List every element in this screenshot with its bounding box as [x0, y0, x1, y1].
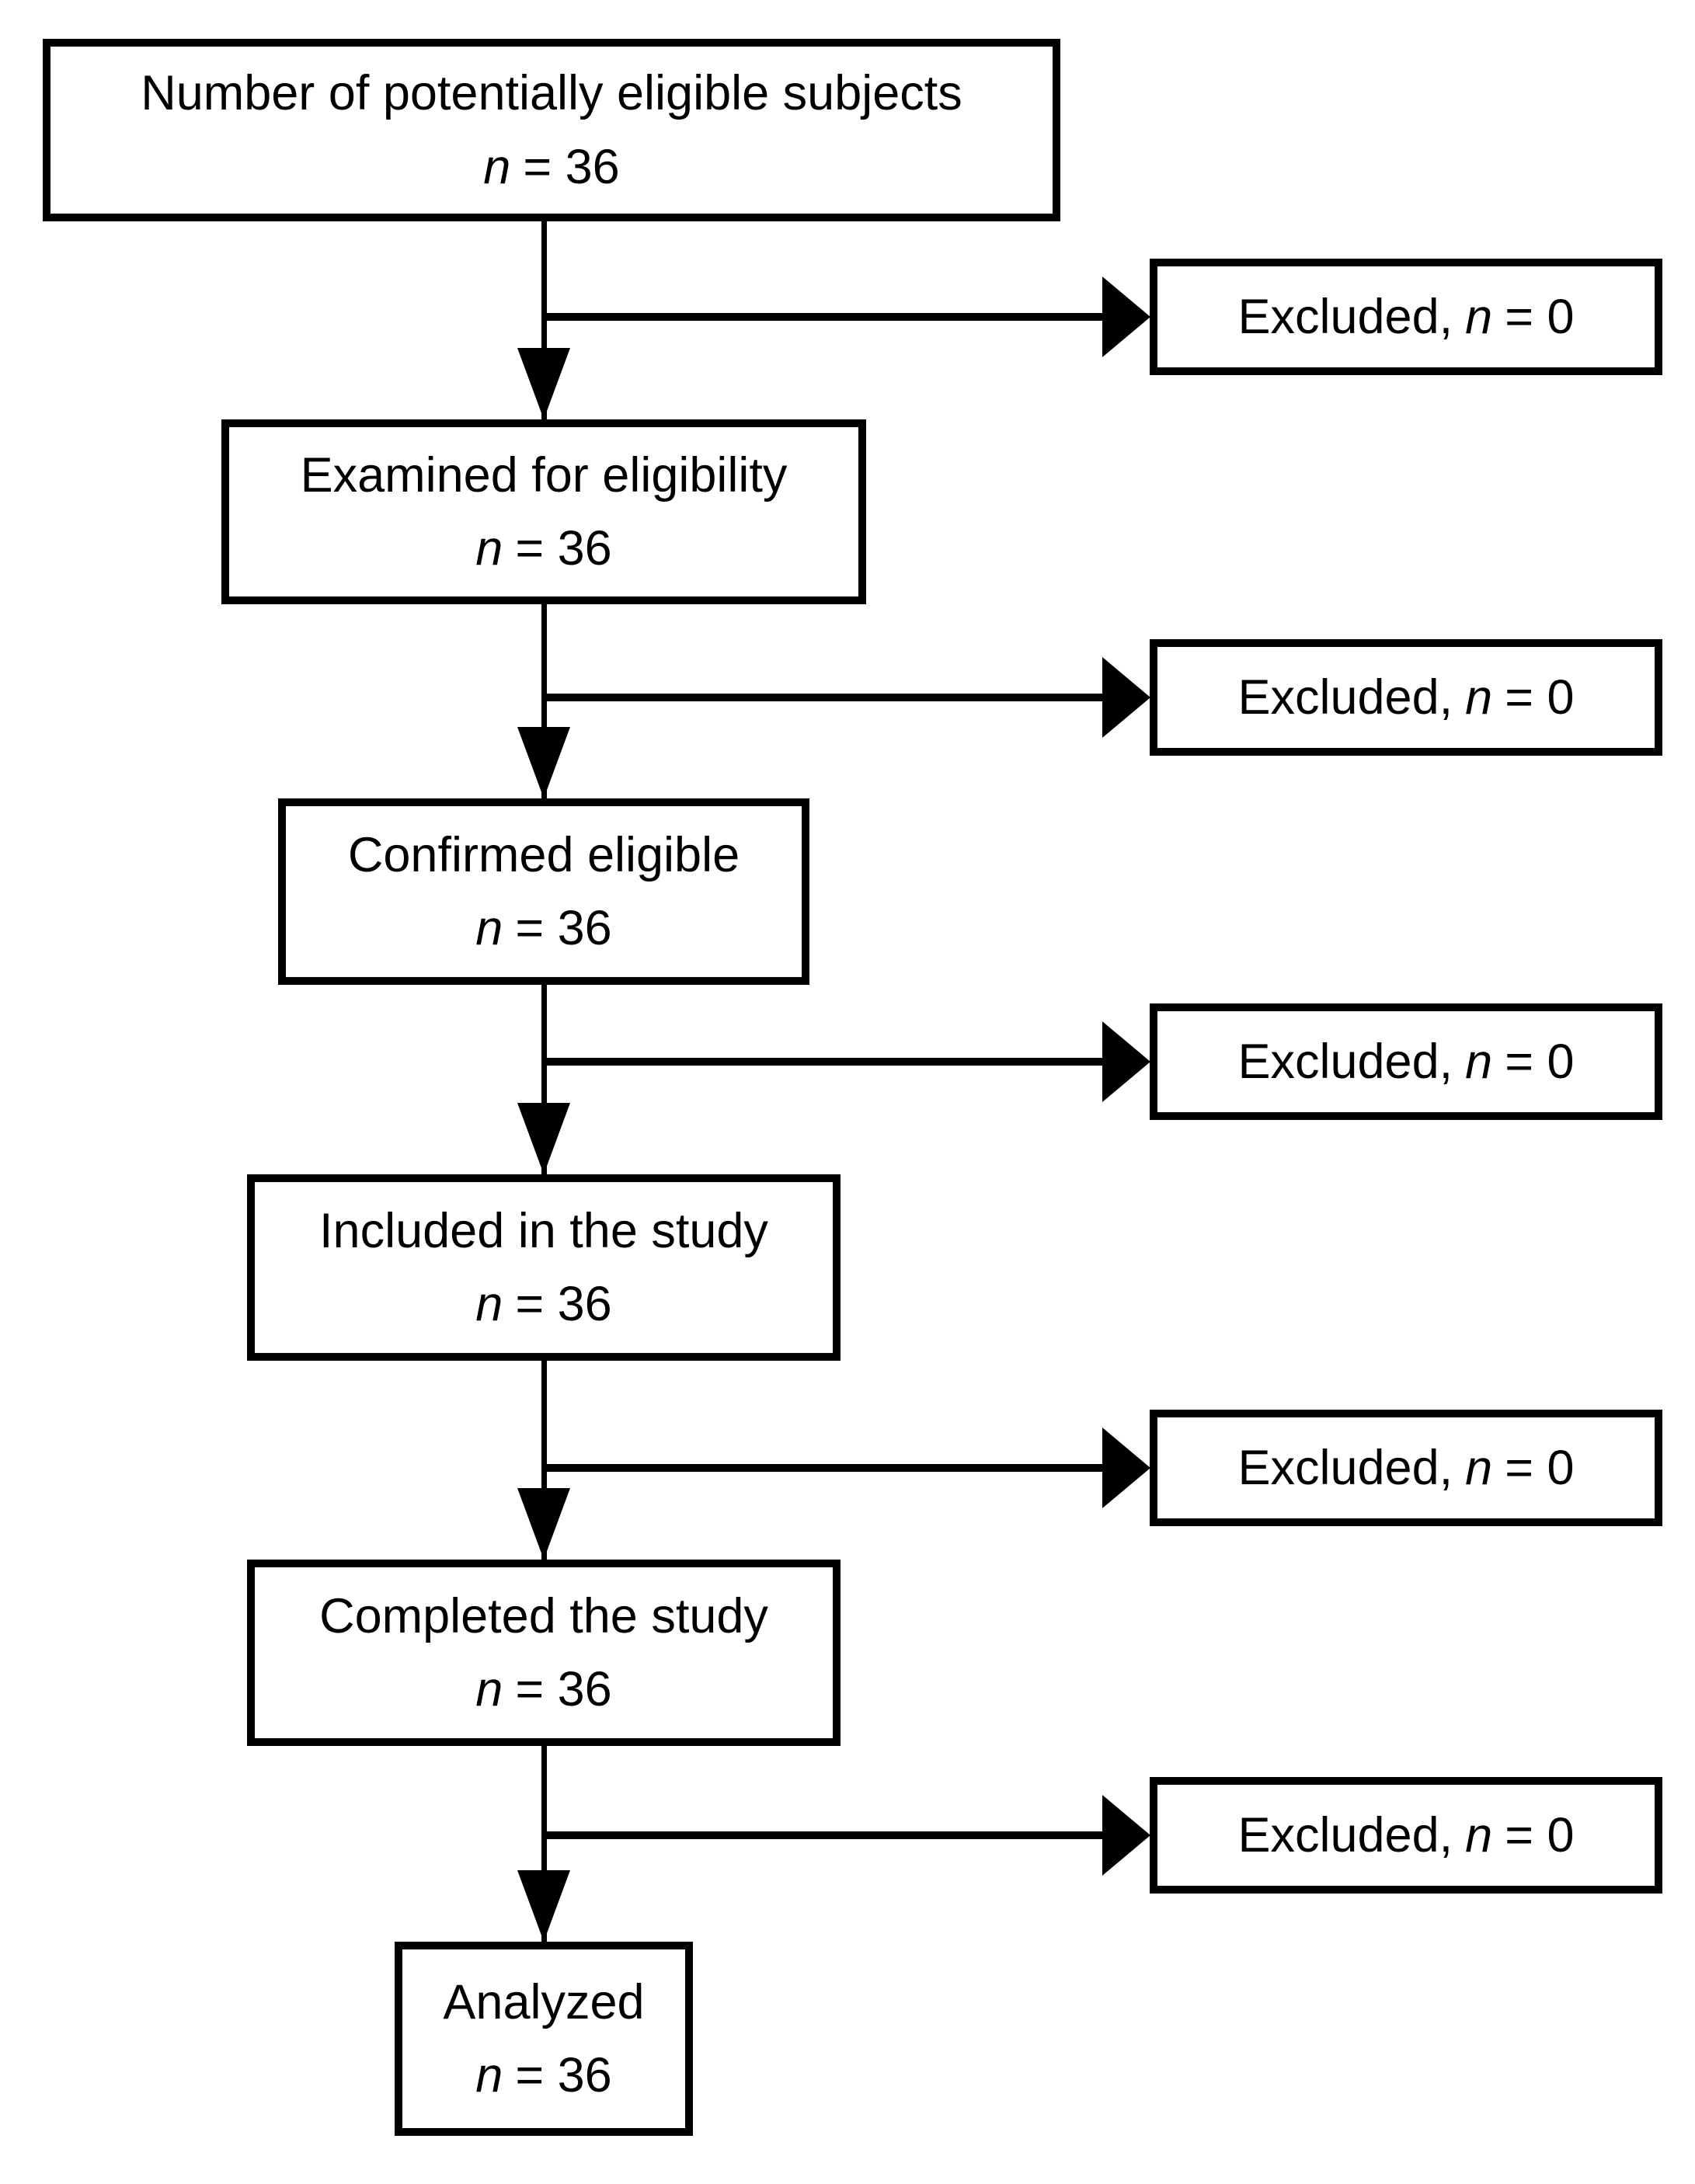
n-value: = 0 [1505, 1034, 1575, 1089]
n-value: = 0 [1505, 289, 1575, 344]
box-excluded-2: Excluded, n = 0 [1150, 639, 1662, 756]
branch-line-3 [541, 1058, 1105, 1066]
connector-line-5 [541, 1746, 547, 1942]
down-arrowhead-icon [517, 1870, 570, 1942]
box-potentially-eligible: Number of potentially eligible subjects … [43, 39, 1060, 221]
n-symbol: n [475, 901, 503, 955]
box-label: Completed the study [319, 1588, 768, 1643]
box-examined-for-eligibility: Examined for eligibility n = 36 [221, 419, 866, 604]
box-analyzed: Analyzed n = 36 [395, 1942, 693, 2136]
n-count: n = 36 [475, 520, 611, 576]
n-value: = 0 [1505, 669, 1575, 725]
excluded-prefix: Excluded, [1237, 669, 1453, 725]
right-arrowhead-icon [1102, 276, 1150, 357]
box-completed-study: Completed the study n = 36 [247, 1560, 841, 1746]
n-symbol: n [1465, 1440, 1493, 1495]
box-label: Included in the study [319, 1203, 768, 1258]
connector-line-3 [541, 985, 547, 1174]
excluded-text: Excluded, n = 0 [1237, 1807, 1574, 1863]
right-arrowhead-icon [1102, 1795, 1150, 1876]
connector-line-2 [541, 604, 547, 798]
n-count: n = 36 [475, 1661, 611, 1717]
down-arrowhead-icon [517, 1488, 570, 1560]
box-excluded-1: Excluded, n = 0 [1150, 259, 1662, 375]
right-arrowhead-icon [1102, 657, 1150, 738]
n-count: n = 36 [483, 139, 619, 195]
box-included-in-study: Included in the study n = 36 [247, 1174, 841, 1361]
excluded-prefix: Excluded, [1237, 1807, 1453, 1862]
branch-line-5 [541, 1831, 1105, 1839]
excluded-text: Excluded, n = 0 [1237, 1440, 1574, 1496]
excluded-text: Excluded, n = 0 [1237, 1034, 1574, 1090]
n-symbol: n [1465, 1034, 1493, 1089]
n-count: n = 36 [475, 900, 611, 956]
n-symbol: n [1465, 669, 1493, 725]
box-excluded-3: Excluded, n = 0 [1150, 1003, 1662, 1120]
n-symbol: n [475, 1277, 503, 1331]
box-label: Analyzed [443, 1974, 645, 2029]
n-value: = 36 [515, 2048, 612, 2102]
right-arrowhead-icon [1102, 1021, 1150, 1102]
n-value: = 36 [523, 139, 620, 194]
box-label: Examined for eligibility [300, 447, 788, 503]
n-value: = 36 [515, 1662, 612, 1716]
branch-line-2 [541, 694, 1105, 701]
n-value: = 0 [1505, 1807, 1575, 1862]
branch-line-1 [541, 313, 1105, 321]
branch-line-4 [541, 1464, 1105, 1472]
right-arrowhead-icon [1102, 1428, 1150, 1508]
box-confirmed-eligible: Confirmed eligible n = 36 [278, 798, 809, 985]
box-label: Confirmed eligible [347, 827, 740, 882]
excluded-text: Excluded, n = 0 [1237, 289, 1574, 345]
n-count: n = 36 [475, 1276, 611, 1332]
box-label: Number of potentially eligible subjects [141, 66, 962, 121]
excluded-prefix: Excluded, [1237, 289, 1453, 344]
down-arrowhead-icon [517, 1103, 570, 1174]
connector-line-4 [541, 1361, 547, 1560]
n-count: n = 36 [475, 2047, 611, 2103]
n-value: = 0 [1505, 1440, 1575, 1495]
excluded-text: Excluded, n = 0 [1237, 669, 1574, 725]
n-symbol: n [1465, 289, 1493, 344]
n-symbol: n [475, 1662, 503, 1716]
n-symbol: n [475, 521, 503, 576]
n-value: = 36 [515, 1277, 612, 1331]
n-symbol: n [483, 139, 511, 194]
n-symbol: n [1465, 1807, 1493, 1862]
box-excluded-5: Excluded, n = 0 [1150, 1777, 1662, 1894]
down-arrowhead-icon [517, 727, 570, 798]
down-arrowhead-icon [517, 348, 570, 419]
excluded-prefix: Excluded, [1237, 1034, 1453, 1089]
box-excluded-4: Excluded, n = 0 [1150, 1410, 1662, 1526]
n-value: = 36 [515, 901, 612, 955]
n-symbol: n [475, 2048, 503, 2102]
excluded-prefix: Excluded, [1237, 1440, 1453, 1495]
n-value: = 36 [515, 521, 612, 576]
